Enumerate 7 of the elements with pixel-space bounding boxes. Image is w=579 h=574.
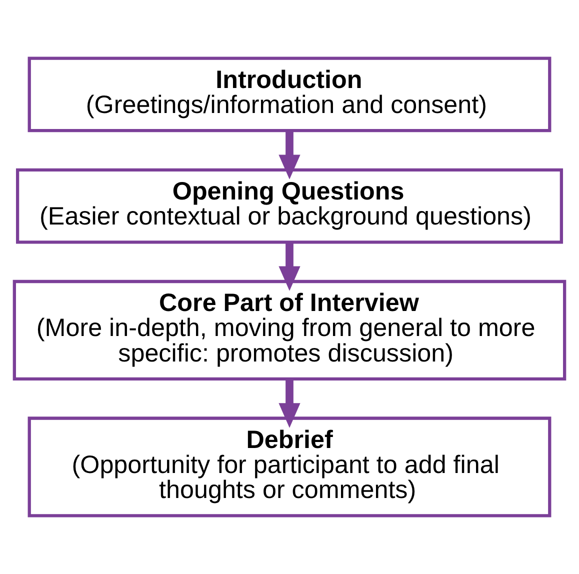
node-box: Debrief (Opportunity for participant to add final thoughts or comments) [28,416,552,518]
node-box: Introduction (Greetings/information and consent) [28,56,552,132]
arrow [278,379,300,428]
arrow [278,242,300,291]
arrow [278,130,300,180]
node-box: Core Part of Interview (More in-depth, moving from general to more specific: promotes discussion) [12,280,566,381]
node-box: Opening Questions (Easier contextual or background questions) [16,168,564,244]
